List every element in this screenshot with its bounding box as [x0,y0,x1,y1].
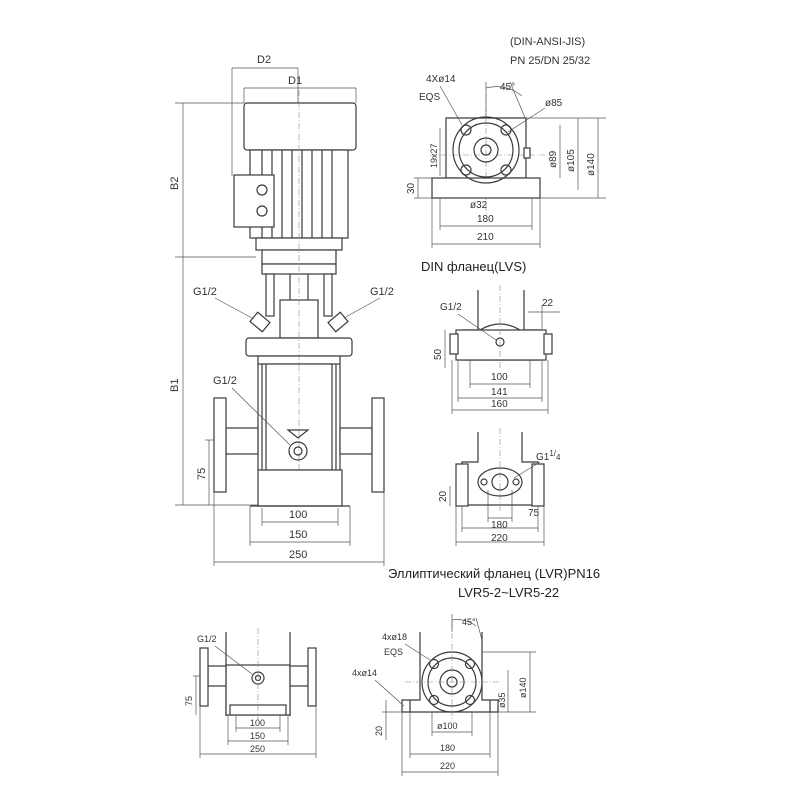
dim-250: 250 [289,549,307,561]
small-flange-d100: ø100 [437,721,458,731]
small-flange-d140: ø140 [518,677,528,698]
din-d89: ø89 [548,150,559,168]
lvr-caption: Эллиптический фланец (LVR)PN16 [388,566,600,581]
lvr-base-view: G11/4 20 75 180 220 [438,428,561,546]
small-flange-d35: ø35 [497,692,507,708]
din-eqs: EQS [419,92,440,103]
lvs-base-view: G1/2 22 50 100 141 160 [433,285,560,414]
small-pump-view: G1/2 75 100 150 250 [184,628,317,758]
lvr-d75: 75 [528,508,540,519]
standard-note: (DIN-ANSI-JIS) [510,36,585,48]
lvs-g: G1/2 [440,302,462,313]
lvs-100: 100 [491,372,508,383]
label-drain: G1/2 [213,375,237,387]
din-angle: 45° [500,82,515,93]
small-d150: 150 [250,731,265,741]
small-flange-holes2: 4xø14 [352,668,377,678]
small-d75: 75 [184,696,194,706]
din-19x27: 19x27 [429,143,439,168]
lvs-160: 160 [491,399,508,410]
small-flange-d180: 180 [440,743,455,753]
small-d250: 250 [250,744,265,754]
small-flange-angle: 45° [462,617,476,627]
small-flange-d220: 220 [440,761,455,771]
lvs-d50: 50 [433,348,444,360]
lvr-d180: 180 [491,520,508,531]
main-pump-elevation: D2 D1 B2 B1 75 G1/2 G1/2 G1/2 100 150 25… [169,54,394,566]
lvr-g-sup: 1 [549,449,554,458]
din-d85: ø85 [545,98,563,109]
lvr-d20: 20 [438,490,449,502]
din-flange-view: 45° 4Xø14 EQS ø85 ø89 ø105 ø140 19x27 30… [406,74,606,248]
small-g: G1/2 [197,634,217,644]
dim-b1: B1 [169,379,181,392]
label-vent-right: G1/2 [370,286,394,298]
din-210: 210 [477,232,494,243]
label-vent-left: G1/2 [193,286,217,298]
small-d100: 100 [250,718,265,728]
dim-100: 100 [289,509,307,521]
din-d105: ø105 [566,149,577,172]
pressure-note: PN 25/DN 25/32 [510,55,590,67]
lvr-g: G11/4 [536,449,561,463]
dim-150: 150 [289,529,307,541]
lvr-g-sub: 4 [556,453,561,462]
dim-75: 75 [196,468,208,480]
dim-d1: D1 [288,75,302,87]
lvs-d22: 22 [542,298,554,309]
din-caption: DIN фланец(LVS) [421,259,526,274]
lvs-141: 141 [491,387,508,398]
din-d140: ø140 [586,153,597,176]
small-flange-eqs: EQS [384,647,403,657]
small-flange-view: 45° 4xø18 EQS 4xø14 ø35 ø140 20 ø100 180… [352,614,536,776]
small-flange-holes1: 4xø18 [382,632,407,642]
din-30: 30 [406,182,417,194]
din-180: 180 [477,214,494,225]
lvr-models: LVR5-2~LVR5-22 [458,585,559,600]
lvr-g-main: G1 [536,452,550,463]
dim-d2: D2 [257,54,271,66]
lvr-d220: 220 [491,533,508,544]
din-holes: 4Xø14 [426,74,456,85]
din-d32: ø32 [470,200,488,211]
dim-b2: B2 [169,177,181,190]
small-flange-d20: 20 [374,726,384,736]
